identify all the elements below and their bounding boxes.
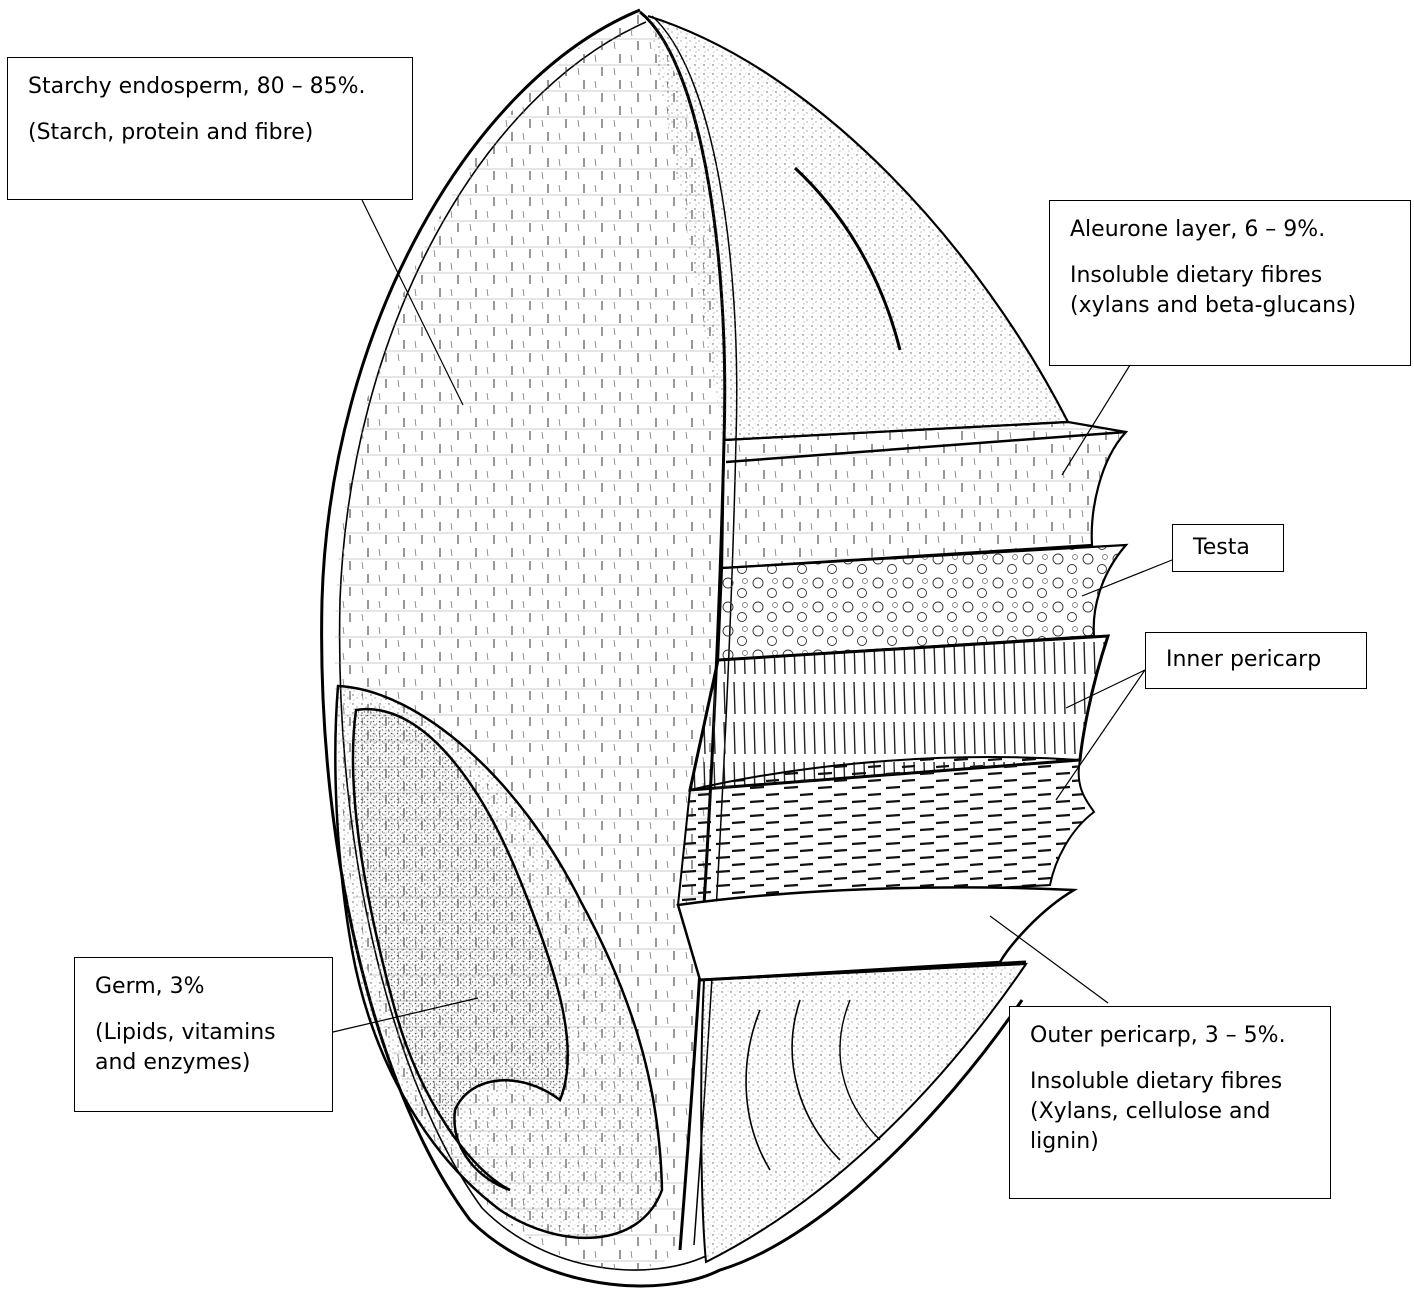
- label-testa-title: Testa: [1193, 533, 1263, 563]
- label-outer-pericarp-detail-2: (Xylans, cellulose and: [1030, 1097, 1310, 1127]
- label-outer-pericarp-detail-1: Insoluble dietary fibres: [1030, 1067, 1310, 1097]
- label-aleurone-detail-1: Insoluble dietary fibres: [1070, 261, 1390, 291]
- label-aleurone-layer: Aleurone layer, 6 – 9%. Insoluble dietar…: [1049, 200, 1411, 366]
- label-outer-pericarp: Outer pericarp, 3 – 5%. Insoluble dietar…: [1009, 1006, 1331, 1199]
- hull-bottom: [701, 964, 1026, 1262]
- label-inner-pericarp-title: Inner pericarp: [1166, 645, 1346, 675]
- label-aleurone-title: Aleurone layer, 6 – 9%.: [1070, 215, 1390, 245]
- label-outer-pericarp-title: Outer pericarp, 3 – 5%.: [1030, 1021, 1310, 1051]
- label-germ-detail-2: and enzymes): [95, 1048, 312, 1078]
- label-inner-pericarp: Inner pericarp: [1145, 632, 1367, 689]
- label-endosperm-title: Starchy endosperm, 80 – 85%.: [28, 72, 392, 102]
- label-aleurone-detail-2: (xylans and beta-glucans): [1070, 291, 1390, 321]
- label-starchy-endosperm: Starchy endosperm, 80 – 85%. (Starch, pr…: [7, 57, 413, 200]
- inner-pericarp-band-2: [678, 757, 1094, 905]
- label-germ-detail-1: (Lipids, vitamins: [95, 1018, 312, 1048]
- label-endosperm-detail: (Starch, protein and fibre): [28, 118, 392, 148]
- label-germ: Germ, 3% (Lipids, vitamins and enzymes): [74, 957, 333, 1112]
- label-testa: Testa: [1172, 524, 1284, 572]
- label-outer-pericarp-detail-3: lignin): [1030, 1127, 1310, 1157]
- aleurone-band: [722, 422, 1126, 568]
- label-germ-title: Germ, 3%: [95, 972, 312, 1002]
